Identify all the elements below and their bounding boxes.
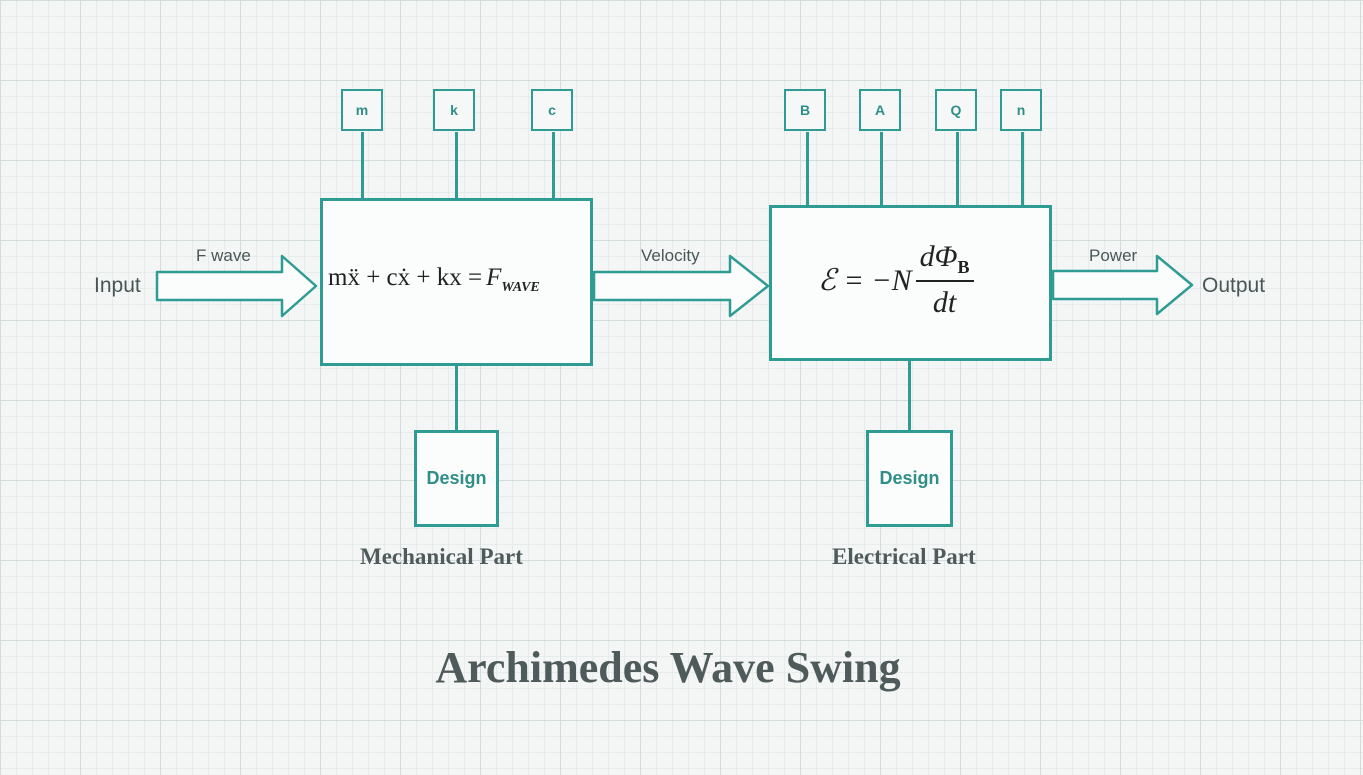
param-c: c — [531, 89, 573, 131]
electrical-equation-numerator-sub: B — [957, 257, 970, 277]
electrical-equation-numerator: dΦ — [919, 240, 958, 273]
electrical-equation: ℰ = −N dΦB dt — [818, 240, 974, 320]
connector-electrical-design — [908, 361, 911, 432]
electrical-equation-denominator: dt — [932, 286, 957, 319]
param-Q: Q — [935, 89, 977, 131]
connector-mechanical-design — [455, 366, 458, 432]
connector-n — [1021, 132, 1024, 208]
connector-A — [880, 132, 883, 208]
electrical-equation-fraction: dΦB dt — [915, 240, 974, 320]
connector-k — [455, 132, 458, 200]
power-label: Power — [1089, 246, 1138, 265]
electrical-design-box: Design — [866, 430, 953, 527]
velocity-label: Velocity — [641, 246, 700, 265]
param-m: m — [341, 89, 383, 131]
mechanical-design-box: Design — [414, 430, 499, 527]
param-k: k — [433, 89, 475, 131]
diagram-title: Archimedes Wave Swing — [435, 643, 901, 692]
connector-B — [806, 132, 809, 208]
f-wave-label: F wave — [196, 246, 251, 265]
mechanical-block — [320, 198, 593, 366]
mechanical-equation: mẍ + cẋ + kx =FWAVE — [328, 264, 540, 296]
param-A: A — [859, 89, 901, 131]
electrical-block — [769, 205, 1052, 361]
mechanical-part-label: Mechanical Part — [360, 544, 523, 569]
electrical-equation-lhs: ℰ = −N — [818, 263, 912, 297]
param-n: n — [1000, 89, 1042, 131]
param-B: B — [784, 89, 826, 131]
connector-c — [552, 132, 555, 200]
output-label: Output — [1202, 274, 1266, 297]
connector-Q — [956, 132, 959, 208]
mechanical-equation-lhs: mẍ + cẋ + kx = — [328, 264, 483, 291]
input-label: Input — [94, 274, 141, 297]
connector-m — [361, 132, 364, 200]
mechanical-equation-force: F — [486, 264, 502, 291]
mechanical-equation-subscript: WAVE — [501, 280, 540, 295]
electrical-part-label: Electrical Part — [832, 544, 976, 569]
